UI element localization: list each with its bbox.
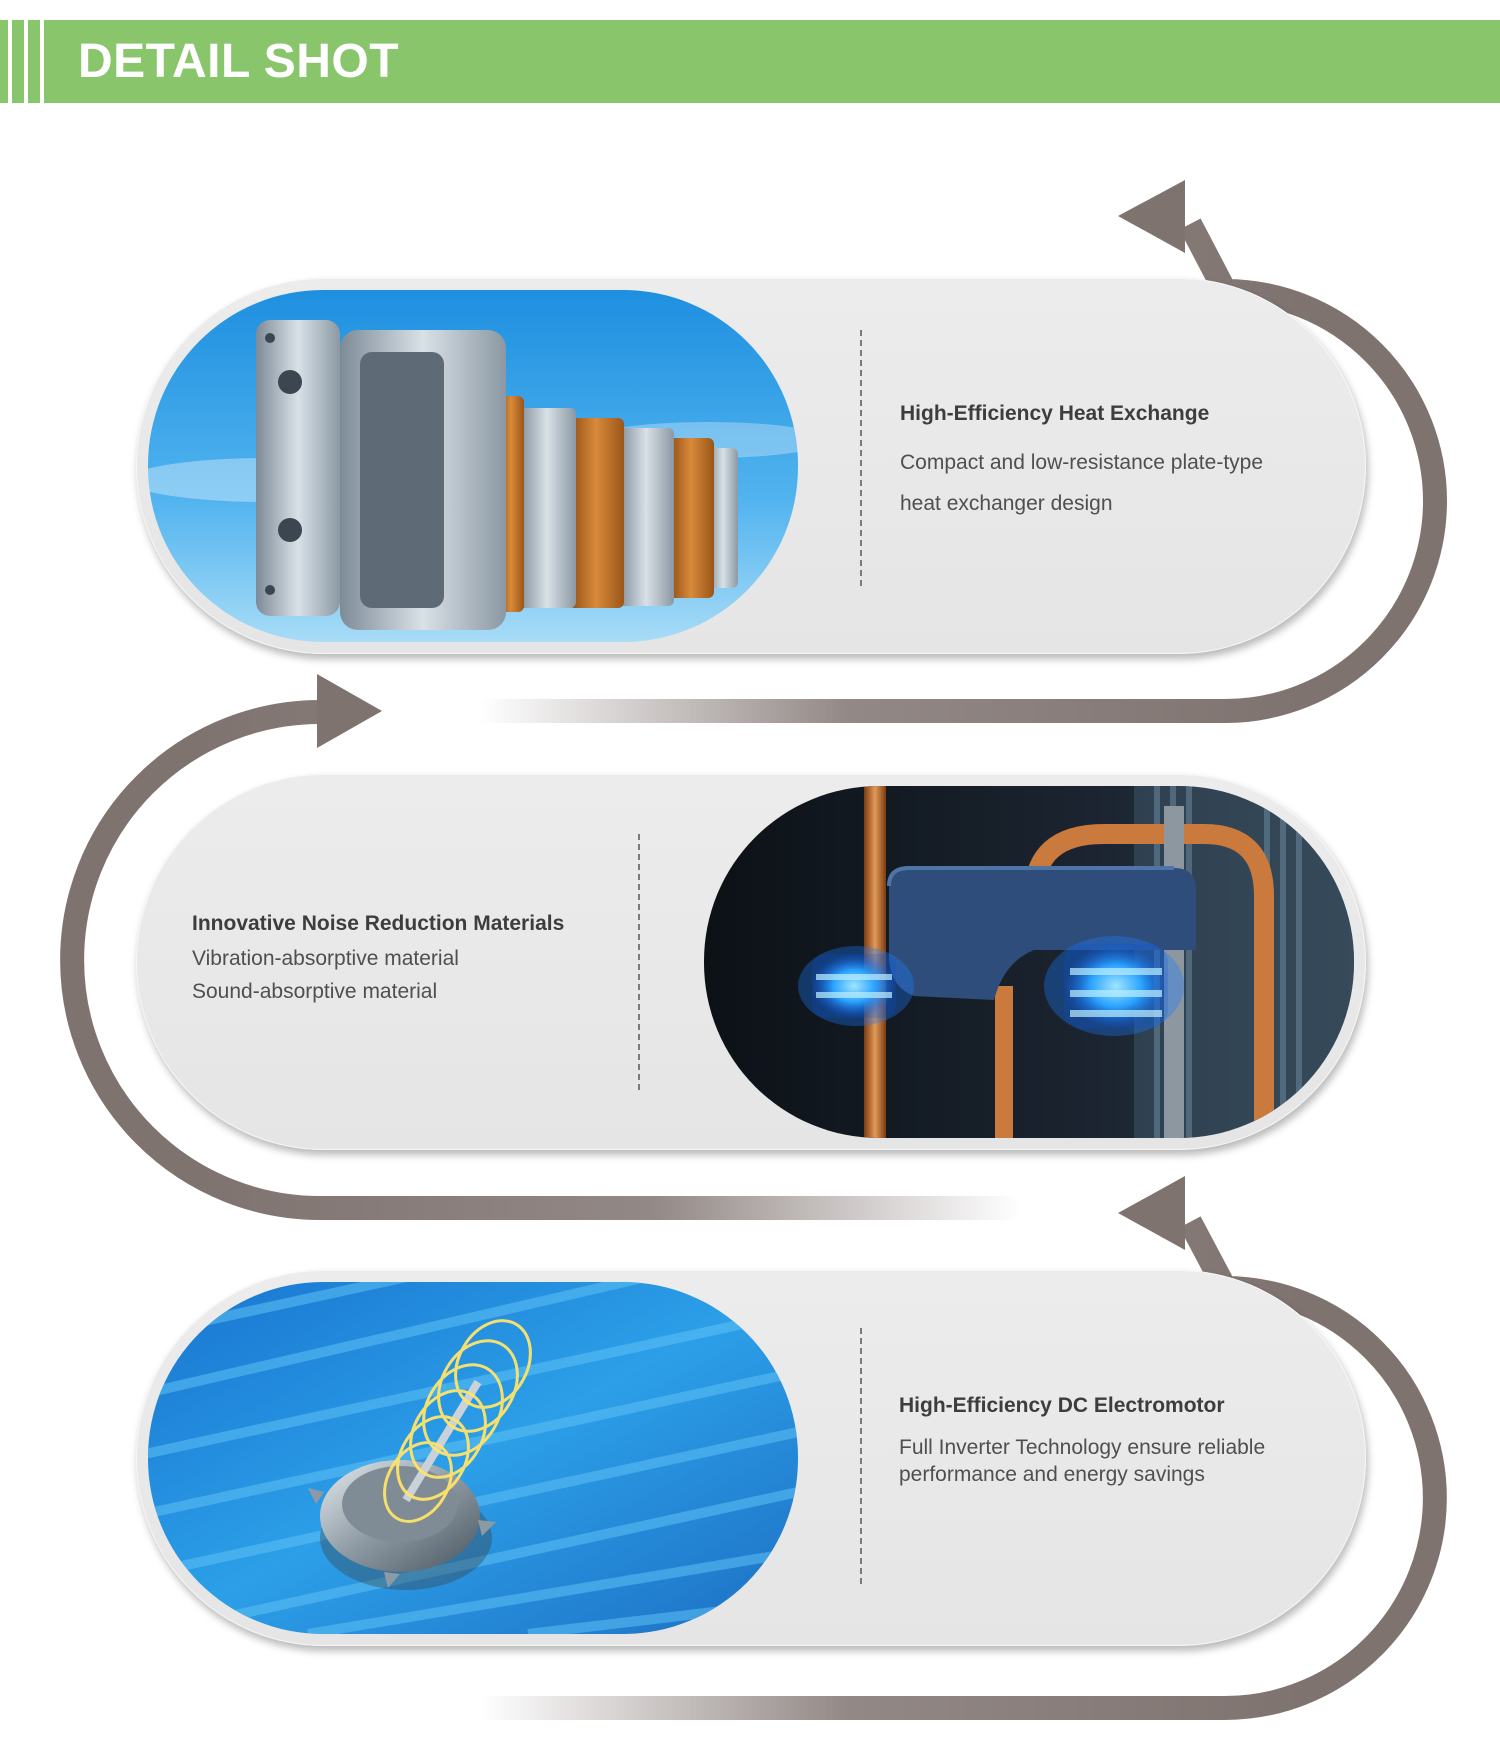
card-divider bbox=[860, 1328, 862, 1584]
plate-heat-exchanger-photo bbox=[148, 290, 798, 642]
feature-title: High-Efficiency DC Electromotor bbox=[899, 1394, 1225, 1417]
dc-motor-photo bbox=[148, 1282, 798, 1634]
page-title: DETAIL SHOT bbox=[78, 35, 400, 88]
feature-description-line: Compact and low-resistance plate-type bbox=[900, 451, 1264, 474]
banner-stripe bbox=[8, 20, 12, 103]
feature-description-line: Full Inverter Technology ensure reliable bbox=[899, 1436, 1266, 1459]
feature-title: Innovative Noise Reduction Materials bbox=[192, 912, 565, 935]
feature-description-line: Vibration-absorptive material bbox=[192, 947, 459, 970]
arrowhead-right-icon bbox=[317, 674, 382, 748]
feature-card-dc-motor: High-Efficiency DC Electromotor Full Inv… bbox=[136, 1270, 1366, 1646]
flow-arrow-2 bbox=[60, 700, 1020, 1220]
feature-card-heat-exchange: High-Efficiency Heat Exchange Compact an… bbox=[136, 278, 1366, 654]
feature-text: High-Efficiency DC Electromotor Full Inv… bbox=[899, 1394, 1339, 1488]
card-divider bbox=[638, 834, 640, 1090]
feature-card-noise-reduction: Innovative Noise Reduction Materials Vib… bbox=[136, 774, 1366, 1150]
feature-description-line: Sound-absorptive material bbox=[192, 980, 438, 1003]
arrowhead-left-icon bbox=[1118, 1176, 1185, 1250]
banner-stripe bbox=[24, 20, 28, 103]
feature-text: Innovative Noise Reduction Materials Vib… bbox=[192, 912, 632, 1008]
feature-description-line: performance and energy savings bbox=[899, 1463, 1205, 1486]
flow-arrow-1 bbox=[480, 218, 1447, 723]
card-divider bbox=[860, 330, 862, 586]
feature-text: High-Efficiency Heat Exchange Compact an… bbox=[900, 402, 1340, 524]
feature-title: High-Efficiency Heat Exchange bbox=[900, 402, 1210, 425]
banner-stripe bbox=[40, 20, 44, 103]
header-banner: DETAIL SHOT bbox=[0, 20, 1500, 103]
feature-description-line: heat exchanger design bbox=[900, 492, 1113, 515]
compressor-dampers-photo bbox=[704, 786, 1354, 1138]
flow-arrow-3 bbox=[480, 1216, 1447, 1720]
arrowhead-left-icon bbox=[1118, 180, 1185, 253]
